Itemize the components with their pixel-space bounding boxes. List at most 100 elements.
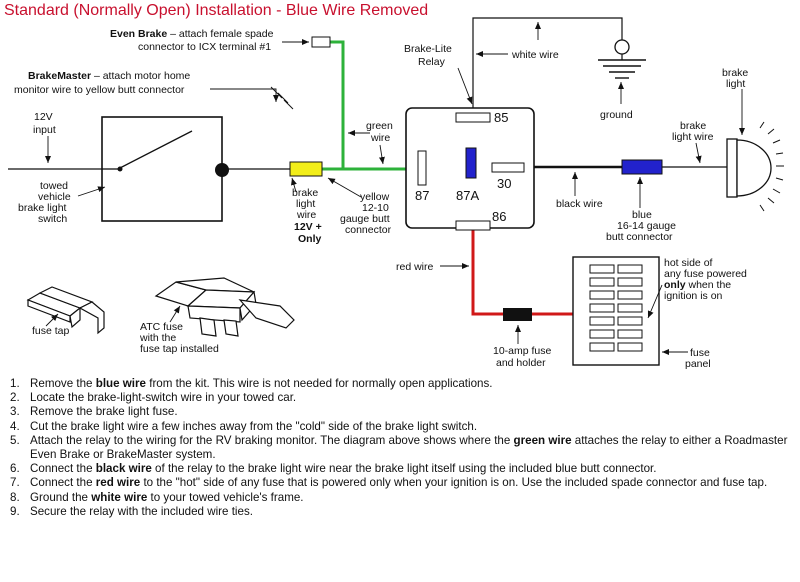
- yellow-connector-label: yellow: [360, 191, 390, 203]
- step-text: Cut the brake light wire a few inches aw…: [30, 419, 478, 433]
- brake-light-wire-right-label-2: light wire: [672, 131, 714, 143]
- pin-86: 86: [492, 209, 506, 224]
- step-text: Connect the: [30, 476, 96, 490]
- brake-light-wire-label: brake: [292, 187, 318, 199]
- step-text: to the "hot" side of any fuse that is po…: [140, 476, 768, 490]
- blue-butt-connector: [621, 159, 663, 175]
- fuse-holder-label-2: and holder: [496, 357, 546, 369]
- blue-connector-label-2: 16-14 gauge: [617, 220, 676, 232]
- step-number: 4.: [10, 419, 20, 433]
- instruction-step: 2.Locate the brake-light-switch wire in …: [10, 391, 790, 405]
- step-text: Remove the: [30, 377, 96, 390]
- brake-light-wire-label-2: light: [296, 198, 315, 210]
- step-text: Connect the: [30, 462, 96, 476]
- fuse-panel-label: fuse: [690, 347, 710, 359]
- pin-87: 87: [415, 188, 429, 203]
- relay-label: Brake-Lite: [404, 43, 452, 55]
- towed-switch-label-3: brake light: [18, 202, 67, 214]
- hot-side-label-3: only when the: [664, 279, 731, 291]
- hot-side-label-4: ignition is on: [664, 290, 723, 302]
- even-brake-label: Even Brake – attach female spade: [110, 28, 274, 40]
- brakemaster-label: BrakeMaster – attach motor home: [28, 70, 190, 82]
- step-number: 7.: [10, 476, 20, 490]
- hot-side-label-2: any fuse powered: [664, 268, 747, 280]
- input-12v-label: 12V: [34, 111, 53, 123]
- step-number: 3.: [10, 405, 20, 419]
- brake-light-label: brake: [722, 67, 748, 79]
- diagram-title: Standard (Normally Open) Installation - …: [4, 2, 429, 19]
- step-number: 6.: [10, 462, 20, 476]
- ground-label: ground: [600, 109, 633, 121]
- pin-87a: 87A: [456, 188, 479, 203]
- green-wire-label-2: wire: [370, 132, 390, 144]
- towed-switch-label-4: switch: [38, 213, 67, 225]
- step-text: of the relay to the brake light wire nea…: [151, 462, 657, 476]
- step-emphasis: green wire: [513, 433, 572, 447]
- fuse-tap-label: fuse tap: [32, 325, 70, 337]
- towed-switch-label: towed: [40, 180, 68, 192]
- atc-fuse-label: ATC fuse: [140, 321, 183, 333]
- green-wire: [330, 40, 416, 171]
- instruction-step: 5. Attach the relay to the wiring for the…: [10, 434, 790, 462]
- brake-light-bulb: [726, 121, 784, 212]
- instruction-step: 6. Connect the black wire of the relay to…: [10, 462, 790, 476]
- hot-side-label: hot side of: [664, 257, 713, 269]
- brake-light-wire-label-5: Only: [298, 233, 321, 245]
- step-number: 1.: [10, 377, 20, 390]
- instruction-step: 8. Ground the white wire to your towed ve…: [10, 491, 790, 505]
- yellow-butt-connector: [289, 161, 323, 177]
- yellow-connector-label-2: 12-10: [362, 202, 389, 214]
- brake-light-switch: [101, 116, 229, 222]
- step-text: from the kit. This wire is not needed fo…: [146, 377, 493, 390]
- brake-light-label-2: light: [726, 78, 745, 90]
- brake-light-wire-right-label: brake: [680, 120, 706, 132]
- brake-light-wire-label-3: wire: [296, 209, 316, 221]
- red-wire: [471, 228, 503, 316]
- step-emphasis: blue wire: [95, 377, 146, 390]
- yellow-connector-label-4: connector: [345, 224, 392, 236]
- atc-fuse-icon: [154, 277, 295, 337]
- fuse-holder: [503, 308, 532, 321]
- blue-connector-label: blue: [632, 209, 652, 221]
- relay-box: [405, 107, 535, 231]
- instruction-step: 4. Cut the brake light wire a few inches …: [10, 420, 790, 434]
- step-emphasis: black wire: [95, 462, 152, 476]
- step-text: Attach the relay to the wiring for the R…: [30, 433, 514, 447]
- step-text: Ground the: [30, 490, 92, 504]
- fuse-panel: [572, 256, 660, 366]
- white-wire-label: white wire: [511, 49, 559, 61]
- step-text: Secure the relay with the included wire …: [30, 504, 253, 518]
- instruction-step: 3. Remove the brake light fuse.: [10, 405, 790, 419]
- blue-connector-label-3: butt connector: [606, 231, 673, 243]
- step-text: to your towed vehicle's frame.: [147, 490, 304, 504]
- pin-85: 85: [494, 110, 508, 125]
- towed-switch-label-2: vehicle: [38, 191, 71, 203]
- red-wire-label: red wire: [396, 261, 434, 273]
- brakemaster-label-2: monitor wire to yellow butt connector: [14, 84, 185, 96]
- fuse-panel-label-2: panel: [685, 358, 711, 370]
- instruction-step: 7. Connect the red wire to the "hot" side…: [10, 476, 790, 490]
- step-number: 5.: [10, 433, 20, 447]
- step-text: Remove the brake light fuse.: [30, 405, 178, 419]
- instruction-step: 1. Remove the blue wire from the kit. Thi…: [10, 377, 790, 391]
- leader-arrows: [45, 22, 745, 355]
- atc-fuse-label-3: fuse tap installed: [140, 343, 219, 355]
- female-spade-connector: [311, 36, 331, 48]
- instruction-list: 1. Remove the blue wire from the kit. Thi…: [10, 377, 790, 519]
- fuse-tap-icon: [26, 286, 105, 335]
- relay-label-2: Relay: [418, 56, 446, 68]
- green-wire-label: green: [366, 120, 393, 132]
- step-emphasis: red wire: [95, 476, 141, 490]
- input-12v-label-2: input: [33, 124, 56, 136]
- pin-30: 30: [497, 176, 511, 191]
- fuse-holder-label: 10-amp fuse: [493, 345, 552, 357]
- ground-symbol: [598, 39, 646, 79]
- step-number: 9.: [10, 504, 20, 518]
- instruction-step: 9. Secure the relay with the included wir…: [10, 505, 790, 519]
- step-number: 8.: [10, 490, 20, 504]
- step-text: attaches the relay to either a Roadmaste…: [30, 433, 788, 462]
- wiring-diagram: Even Brake – attach female spade connect…: [8, 17, 784, 370]
- brake-light-wire-label-4: 12V +: [294, 221, 322, 233]
- step-emphasis: white wire: [91, 490, 148, 504]
- black-wire-label: black wire: [556, 198, 603, 210]
